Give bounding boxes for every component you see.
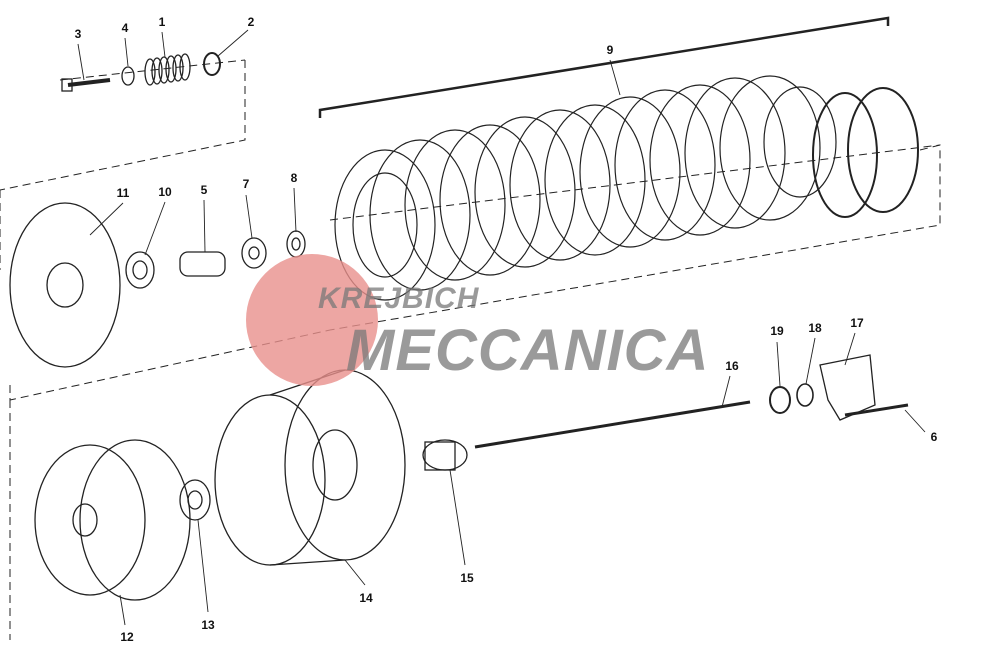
part-label-14: 14: [359, 591, 373, 605]
part-label-6: 6: [930, 430, 938, 444]
oring-18: [796, 383, 814, 407]
part-label-9: 9: [606, 43, 614, 57]
bolt-3: [61, 78, 111, 92]
washer-4: [121, 66, 135, 86]
clutch-plates-9: [334, 75, 919, 301]
part-label-2: 2: [247, 15, 255, 29]
part-label-17: 17: [850, 316, 864, 330]
part-label-8: 8: [290, 171, 298, 185]
part-label-19: 19: [770, 324, 784, 338]
pushrod-16: [474, 400, 751, 449]
watermark-logo-circle: [246, 254, 378, 386]
part-label-5: 5: [200, 183, 208, 197]
spring-1: [144, 53, 191, 86]
part-label-4: 4: [121, 21, 129, 35]
part-label-7: 7: [242, 177, 250, 191]
watermark-line1: KREJBICH: [318, 282, 480, 315]
part-label-16: 16: [725, 359, 739, 373]
piston-19: [769, 386, 791, 414]
cup-15: [422, 439, 468, 471]
housing-14: [214, 369, 406, 566]
watermark-line2: MECCANICA: [346, 318, 710, 383]
bushing-5: [179, 251, 226, 277]
part-label-10: 10: [158, 185, 172, 199]
leader-lines: [77, 29, 926, 626]
part-label-18: 18: [808, 321, 822, 335]
washer-13: [179, 479, 211, 521]
pressure-plate-11: [9, 202, 121, 368]
part-label-12: 12: [120, 630, 134, 644]
hub-12: [34, 439, 191, 601]
part-label-3: 3: [74, 27, 82, 41]
ring-2: [203, 52, 221, 76]
part-label-15: 15: [460, 571, 474, 585]
part-label-1: 1: [158, 15, 166, 29]
bolt-6: [844, 403, 909, 417]
guide-lines: [0, 59, 941, 640]
bearing-10: [125, 251, 155, 289]
part-label-13: 13: [201, 618, 215, 632]
part-label-11: 11: [116, 186, 130, 200]
bracket-9: [318, 16, 890, 118]
nut-7: [241, 237, 267, 269]
washer-8: [286, 230, 306, 258]
